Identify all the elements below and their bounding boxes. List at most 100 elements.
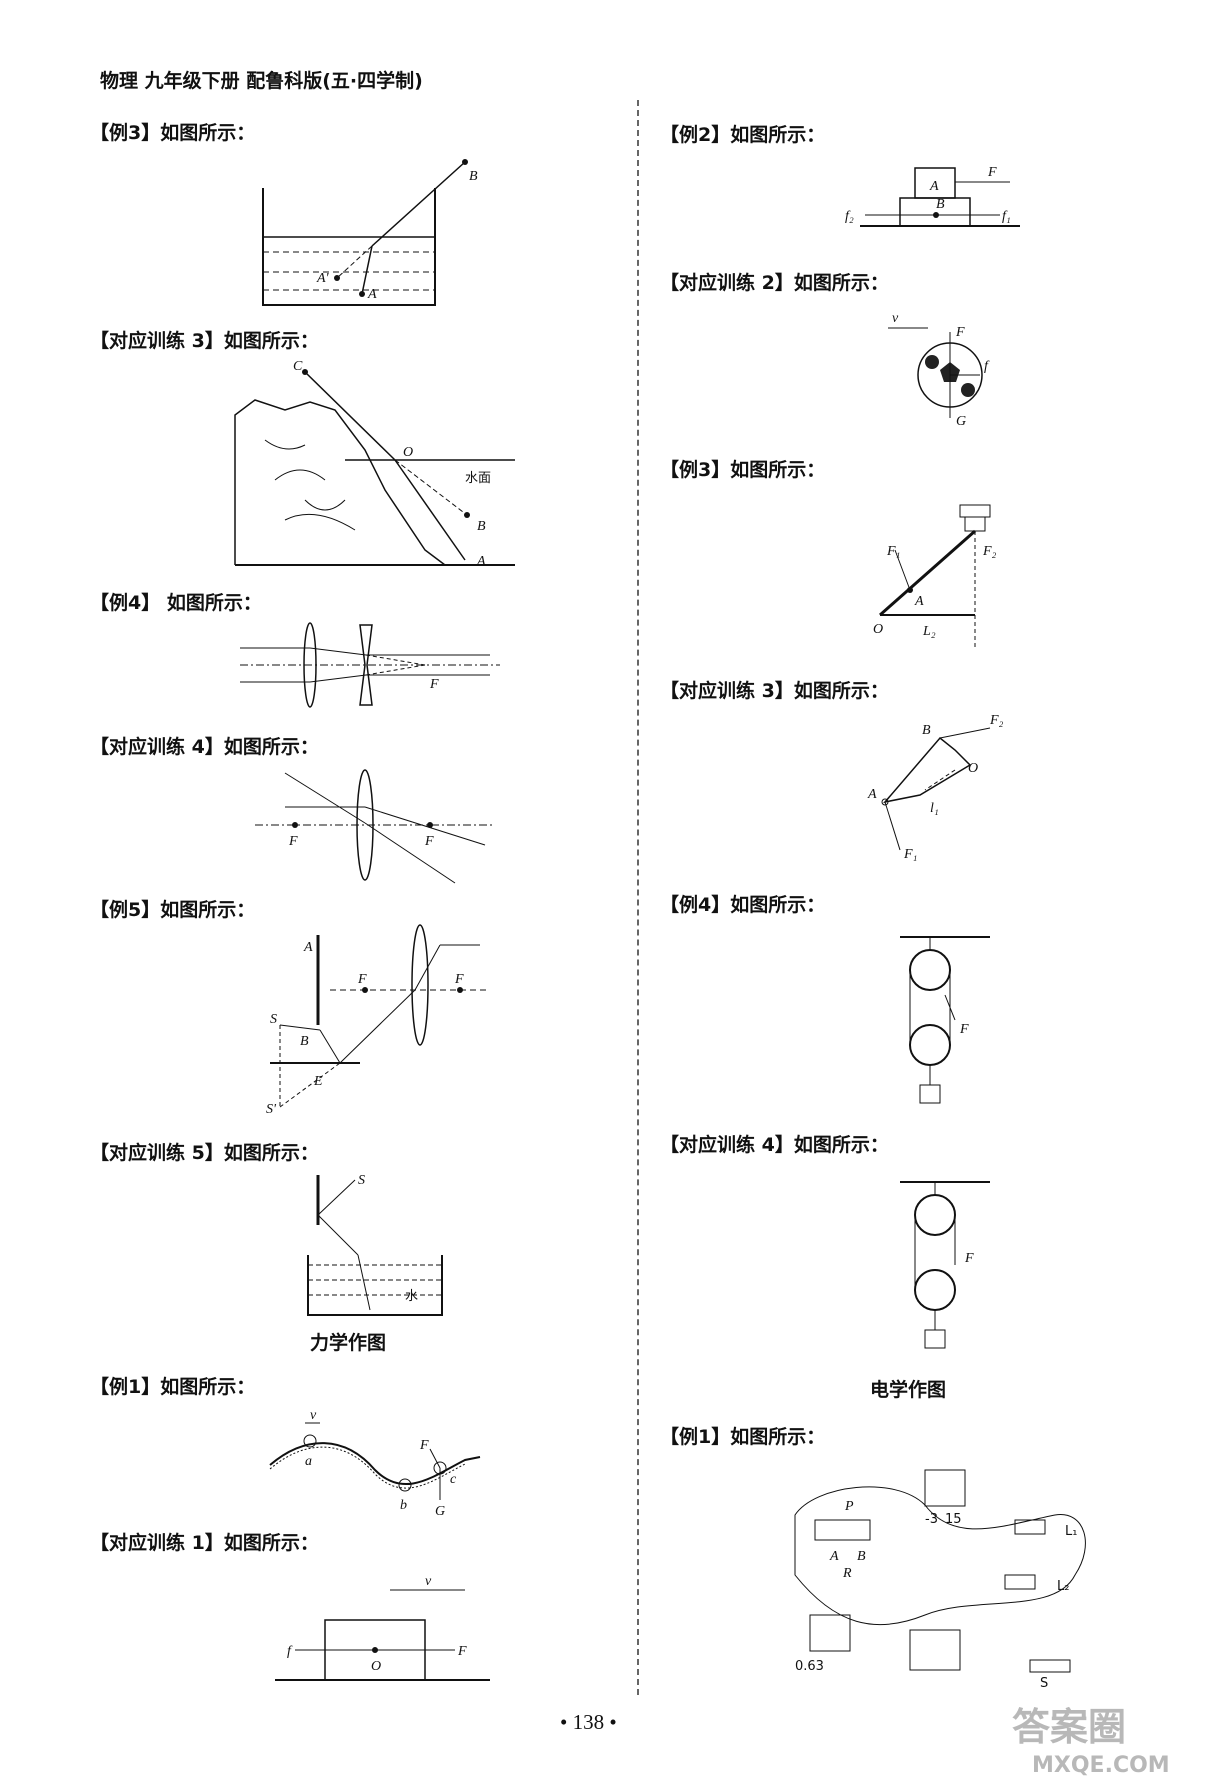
item-label: 【例2】如图所示： [660,124,826,146]
svg-text:c: c [450,1472,457,1487]
svg-text:F: F [959,1022,969,1037]
convex-lens-figure: F F [255,769,495,884]
svg-text:S: S [358,1173,365,1188]
wave-track-figure: v F a c b G [269,1408,481,1519]
item-label: 【对应训练 3】如图所示： [90,330,319,352]
svg-text:v: v [425,1574,432,1589]
svg-text:E: E [313,1074,323,1089]
svg-text:v: v [892,311,899,326]
svg-text:l₁: l₁ [930,801,939,816]
svg-text:0.63: 0.63 [795,1659,824,1674]
lever-arm-figure: F₁ F₂ A O L₂ [873,504,997,650]
item-label: 【对应训练 5】如图所示： [90,1142,319,1164]
block-on-ground-figure: v f O F [275,1574,490,1681]
svg-text:A: A [867,787,877,802]
pulley-block-figure-1: F [900,936,990,1104]
svg-text:B: B [936,197,945,212]
lens-system-figure: F [240,622,500,708]
svg-text:L₁: L₁ [1065,1524,1077,1539]
svg-text:B: B [922,723,931,738]
item-label: 【例1】如图所示： [660,1426,826,1448]
svg-text:A: A [914,594,924,609]
svg-text:F₂: F₂ [982,544,997,559]
svg-text:F: F [424,834,434,849]
svg-text:B: B [857,1549,866,1564]
svg-text:F₁: F₁ [903,847,917,862]
svg-text:F: F [288,834,298,849]
svg-text:a: a [305,1454,312,1469]
svg-text:O: O [403,445,413,460]
svg-text:F₂: F₂ [989,713,1004,728]
svg-text:F: F [987,165,997,180]
svg-text:A: A [829,1549,839,1564]
refraction-container-figure: B A' A [262,159,478,306]
svg-text:-3: -3 [925,1512,938,1527]
watermark-logo: 答案圈 MXQE.COM [1002,1696,1192,1780]
svg-text:A: A [476,554,486,569]
svg-text:f₂: f₂ [845,209,854,224]
svg-text:A: A [929,179,939,194]
item-label: 【例5】如图所示： [90,899,256,921]
wrench-lever-figure: B F₂ O A l₁ F₁ [867,713,1004,862]
svg-text:L₂: L₂ [1057,1579,1069,1594]
svg-text:v: v [310,1408,317,1423]
svg-text:S': S' [266,1102,277,1117]
svg-text:P: P [844,1499,854,1514]
svg-text:15: 15 [945,1512,962,1527]
item-label: 【例4】 如图所示： [90,592,262,614]
svg-text:F: F [964,1251,974,1266]
svg-text:b: b [400,1498,407,1513]
mirror-water-figure: S 水 [307,1173,443,1316]
point-label: A [367,287,377,302]
pulley-block-figure-2: F [900,1181,990,1349]
svg-text:G: G [435,1504,445,1519]
column-divider [637,100,639,1695]
item-label: 【例3】如图所示： [90,122,256,144]
item-label: 【例1】如图所示： [90,1376,256,1398]
item-label: 【对应训练 4】如图所示： [90,736,319,758]
svg-text:L₂: L₂ [922,624,936,639]
svg-text:F: F [454,972,464,987]
item-label: 【对应训练 2】如图所示： [660,272,889,294]
svg-text:O: O [371,1659,381,1674]
shore-water-figure: C O 水面 B A [234,359,515,569]
svg-text:水面: 水面 [465,471,491,486]
soccer-ball-figure: v F f G [888,311,990,429]
point-label: A' [316,271,330,286]
svg-text:f: f [287,1644,293,1659]
svg-text:水: 水 [405,1289,418,1304]
svg-text:F: F [457,1644,467,1659]
svg-text:F: F [419,1438,429,1453]
item-label: 【对应训练 1】如图所示： [90,1532,319,1554]
svg-text:A: A [303,940,313,955]
svg-text:S: S [1040,1676,1048,1691]
stacked-blocks-figure: A F B f₂ f₁ [845,165,1020,227]
page-number: • 138 • [560,1710,617,1734]
section-title-electricity: 电学作图 [870,1379,947,1401]
svg-text:f: f [984,359,990,374]
svg-text:S: S [270,1012,277,1027]
svg-text:MXQE.COM: MXQE.COM [1032,1753,1170,1778]
svg-text:C: C [293,359,303,374]
svg-text:O: O [968,761,978,776]
svg-text:F: F [429,677,439,692]
svg-text:答案圈: 答案圈 [1012,1705,1126,1749]
svg-text:O: O [873,622,883,637]
svg-text:R: R [842,1566,852,1581]
svg-text:f₁: f₁ [1002,209,1011,224]
circuit-figure: P A B R -3 15 L₁ L₂ 0.63 S [794,1469,1086,1691]
svg-text:G: G [956,414,966,429]
item-label: 【对应训练 3】如图所示： [660,680,889,702]
page-header: 物理 九年级下册 配鲁科版(五·四学制) [100,70,423,92]
item-label: 【例3】如图所示： [660,459,826,481]
mirror-lens-figure: A F F S B E S' [266,924,490,1117]
svg-text:B: B [300,1034,309,1049]
svg-text:F₁: F₁ [886,544,900,559]
svg-text:F: F [357,972,367,987]
item-label: 【例4】如图所示： [660,894,826,916]
svg-text:F: F [955,325,965,340]
svg-text:B: B [477,519,486,534]
section-title-mechanics: 力学作图 [310,1332,387,1354]
point-label: B [469,169,478,184]
item-label: 【对应训练 4】如图所示： [660,1134,889,1156]
